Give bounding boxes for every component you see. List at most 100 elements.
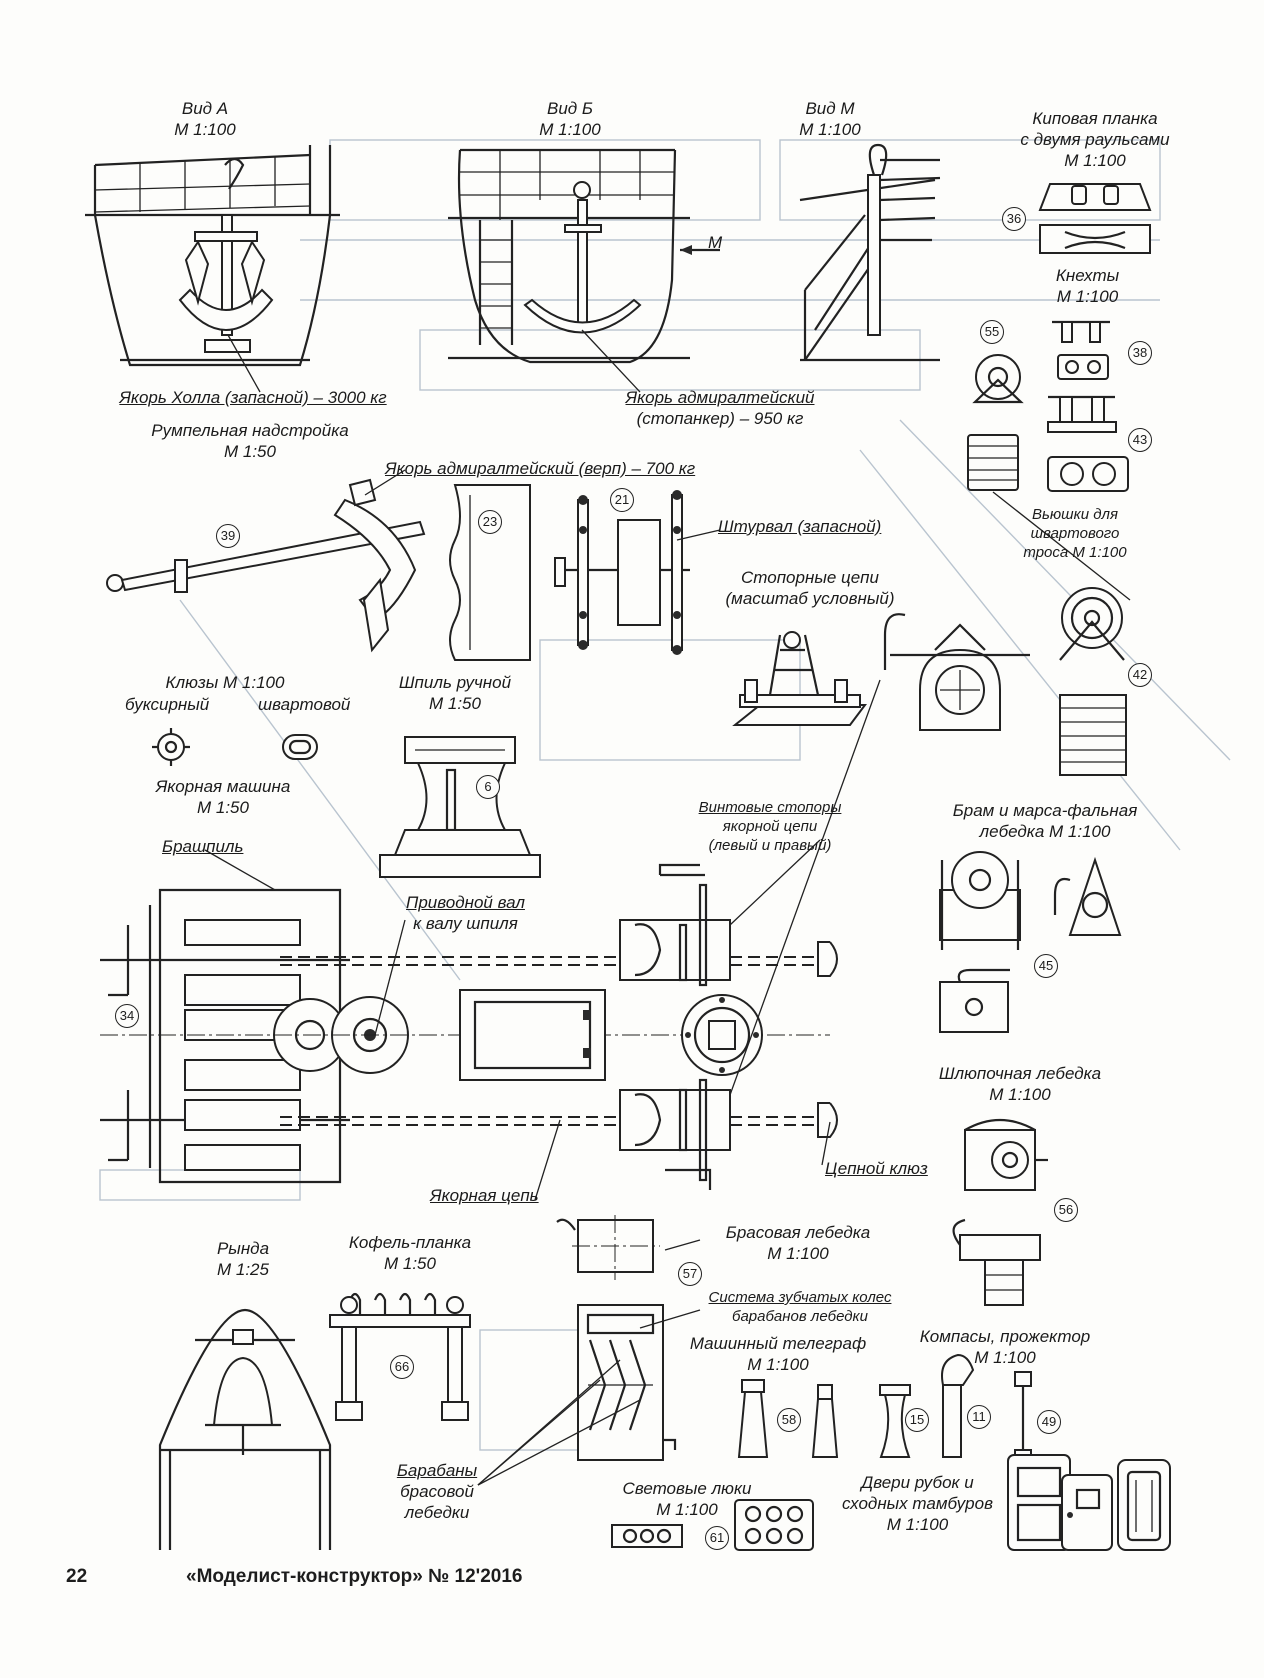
shpil-drawing: [379, 736, 541, 878]
label-yakornaya-tsep: Якорная цепь: [430, 1186, 539, 1205]
part-number-56: 56: [1054, 1198, 1078, 1222]
bras-title: Брасовая лебедка: [725, 1223, 871, 1242]
admiralty-line1: Якорь адмиралтейский: [625, 388, 815, 407]
page-number: 22: [66, 1566, 88, 1587]
label-zubchatye: Система зубчатых колес барабанов лебедки: [690, 1288, 910, 1326]
baraban-line2: брасовой: [400, 1482, 474, 1501]
vint-line1: Винтовые стопоры: [698, 799, 842, 816]
view-b-scale: М 1:100: [539, 120, 601, 139]
rynda-drawing: [158, 1308, 332, 1550]
label-kipovaya: Киповая планка с двумя раульсами М 1:100: [1000, 108, 1190, 171]
kofel-planka-drawing: [329, 1292, 471, 1421]
part-number-45: 45: [1034, 954, 1058, 978]
kipovaya-planka-drawing: [1038, 183, 1152, 254]
telegraf-kompas-drawing: [737, 1353, 1032, 1459]
part-number-11: 11: [967, 1405, 991, 1429]
telegraf-title: Машинный телеграф: [689, 1334, 867, 1353]
bram-line1: Брам и марса-фальная: [952, 801, 1138, 820]
label-telegraf: Машинный телеграф М 1:100: [678, 1333, 878, 1375]
yakornaya-mashina-drawing: [100, 888, 830, 1184]
bram-lebedka-drawing: [939, 851, 1122, 1033]
label-barabany: Барабаны брасовой лебедки: [392, 1460, 482, 1523]
shlyup-title: Шлюпочная лебедка: [938, 1064, 1102, 1083]
part-number-23: 23: [478, 510, 502, 534]
label-vyushki: Вьюшки для швартового троса М 1:100: [1010, 505, 1140, 562]
dveri-scale: М 1:100: [886, 1515, 949, 1534]
kofel-scale: М 1:50: [384, 1254, 436, 1273]
shpil-title: Шпиль ручной: [398, 673, 512, 692]
bram-line2: лебедка М 1:100: [979, 822, 1111, 841]
privod-line1: Приводной вал: [406, 893, 525, 912]
part-number-6: 6: [476, 775, 500, 799]
view-m-title: Вид М: [805, 99, 855, 118]
yakornaya-scale: М 1:50: [197, 798, 249, 817]
label-stopor: Стопорные цепи (масштаб условный): [715, 567, 905, 609]
part-number-49: 49: [1037, 1410, 1061, 1434]
label-brashpil: Брашпиль: [162, 837, 244, 856]
vint-line3: (левый и правый): [708, 837, 832, 854]
part-number-57: 57: [678, 1262, 702, 1286]
vyushki-drawing: [967, 354, 1131, 776]
kompas-title: Компасы, прожектор: [919, 1327, 1091, 1346]
brasovaya-lebedka-drawing: [556, 1215, 677, 1461]
label-kofel: Кофель-планка М 1:50: [335, 1232, 485, 1274]
label-verp-anchor: Якорь адмиралтейский (верп) – 700 кг: [385, 459, 696, 478]
part-number-66: 66: [390, 1355, 414, 1379]
vyushki-line3: троса М 1:100: [1023, 544, 1127, 561]
label-yakornaya-mashina: Якорная машина М 1:50: [148, 776, 298, 818]
view-a-scale: М 1:100: [174, 120, 236, 139]
rynda-scale: М 1:25: [217, 1260, 269, 1279]
label-dveri: Двери рубок и сходных тамбуров М 1:100: [830, 1472, 1005, 1535]
label-view-a: Вид А М 1:100: [150, 98, 260, 140]
stopor-line2: (масштаб условный): [725, 589, 895, 608]
kipovaya-line2: с двумя раульсами: [1020, 130, 1170, 149]
label-shlyupochnaya: Шлюпочная лебедка М 1:100: [925, 1063, 1115, 1105]
dveri-line2: сходных тамбуров: [842, 1494, 993, 1513]
part-number-61: 61: [705, 1526, 729, 1550]
rumpel-and-shturval-drawing: [449, 484, 690, 661]
label-brasovaya: Брасовая лебедка М 1:100: [708, 1222, 888, 1264]
label-vint-stopor: Винтовые стопоры якорной цепи (левый и п…: [690, 798, 850, 855]
rumpel-scale: М 1:50: [224, 442, 276, 461]
zub-line1: Система зубчатых колес: [708, 1289, 892, 1306]
magazine-title: «Моделист-конструктор» № 12'2016: [186, 1566, 523, 1587]
label-shturval: Штурвал (запасной): [718, 517, 882, 536]
vyushki-line1: Вьюшки для: [1032, 506, 1118, 523]
telegraf-scale: М 1:100: [747, 1355, 809, 1374]
rumpel-title: Румпельная надстройка: [151, 421, 349, 440]
label-svet-lyuki: Световые люки М 1:100: [612, 1478, 762, 1520]
shlyup-scale: М 1:100: [989, 1085, 1051, 1104]
label-view-b: Вид Б М 1:100: [515, 98, 625, 140]
shlyupochnaya-lebedka-drawing: [952, 1119, 1048, 1306]
view-b-title: Вид Б: [547, 99, 593, 118]
label-privod: Приводной вал к валу шпиля: [398, 892, 533, 934]
admiralty-line2: (стопанкер) – 950 кг: [636, 409, 804, 428]
baraban-line1: Барабаны: [396, 1461, 478, 1480]
view-a-title: Вид А: [181, 99, 229, 118]
shpil-scale: М 1:50: [429, 694, 481, 713]
part-number-42: 42: [1128, 663, 1152, 687]
label-rumpel: Румпельная надстройка М 1:50: [125, 420, 375, 462]
knekhty-scale: М 1:100: [1056, 287, 1119, 306]
label-klyuzy: Клюзы М 1:100: [165, 673, 285, 692]
yakornaya-title: Якорная машина: [155, 777, 291, 796]
svet-title: Световые люки: [622, 1479, 752, 1498]
stopornye-tsepi-drawing: [732, 613, 1030, 731]
label-view-m: Вид М М 1:100: [775, 98, 885, 140]
zub-line2: барабанов лебедки: [732, 1308, 868, 1325]
label-shpil: Шпиль ручной М 1:50: [375, 672, 535, 714]
kipovaya-scale: М 1:100: [1064, 151, 1126, 170]
vint-line2: якорной цепи: [722, 818, 818, 835]
kompas-scale: М 1:100: [974, 1348, 1036, 1367]
leader-lines: [204, 329, 881, 1486]
vintovye-stopory-drawing: [619, 863, 838, 1190]
kipovaya-line1: Киповая планка: [1032, 109, 1158, 128]
label-admiralty-stopanker: Якорь адмиралтейский (стопанкер) – 950 к…: [610, 387, 830, 429]
part-number-58: 58: [777, 1408, 801, 1432]
rynda-title: Рында: [216, 1239, 270, 1258]
view-m-drawing: [799, 143, 941, 362]
klyuzy-drawing: [152, 728, 318, 766]
vyushki-line2: швартового: [1030, 525, 1120, 542]
